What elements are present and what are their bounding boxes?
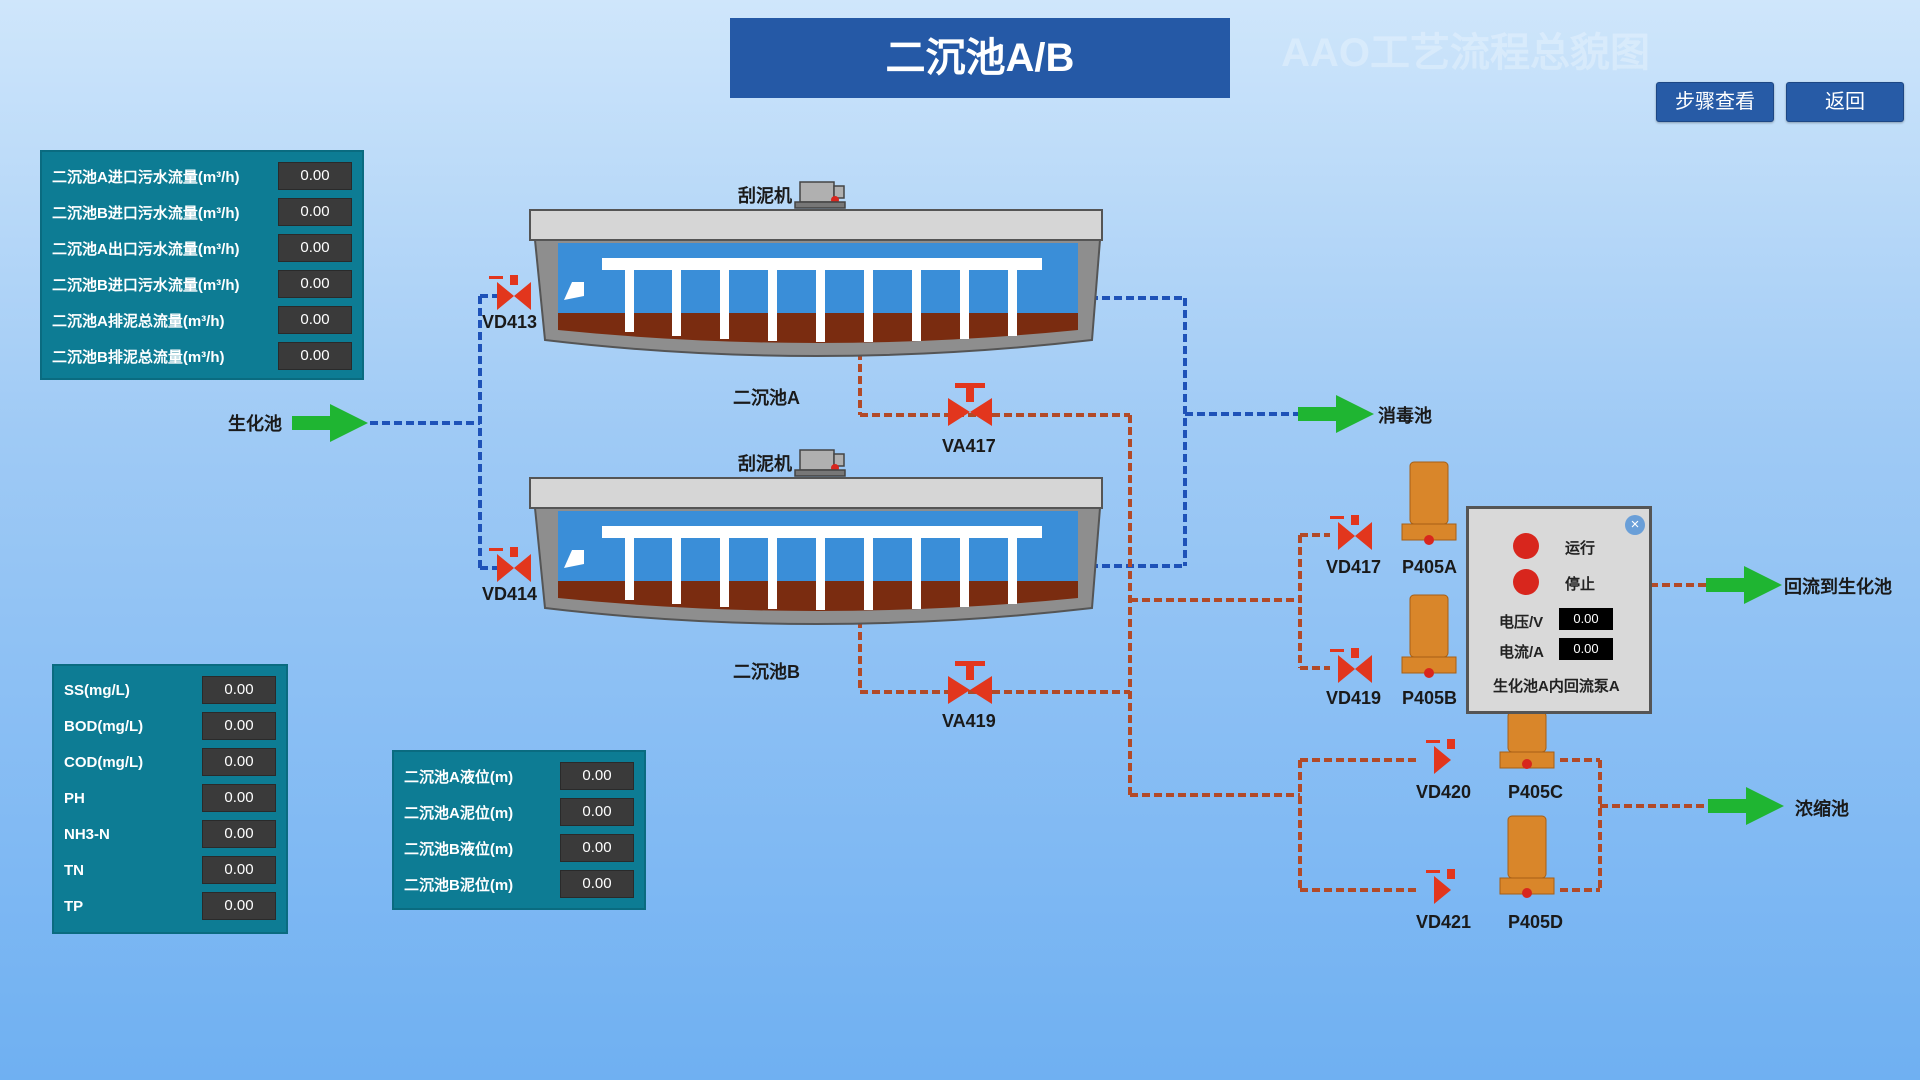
quality-value: 0.00 — [202, 820, 276, 848]
flow-value: 0.00 — [278, 198, 352, 226]
level-row: 二沉池A泥位(m) 0.00 — [404, 794, 634, 830]
run-indicator — [1513, 533, 1539, 559]
quality-label: TP — [64, 897, 84, 915]
disinfect-label: 消毒池 — [1378, 406, 1432, 426]
scraper-motor-b-icon — [794, 449, 846, 477]
quality-label: SS(mg/L) — [64, 681, 130, 699]
flow-row: 二沉池A进口污水流量(m³/h) 0.00 — [52, 158, 352, 194]
flow-label: 二沉池A进口污水流量(m³/h) — [52, 168, 240, 186]
back-button[interactable]: 返回 — [1786, 82, 1904, 122]
quality-row: TN 0.00 — [64, 852, 276, 888]
level-value: 0.00 — [560, 834, 634, 862]
level-label: 二沉池A泥位(m) — [404, 804, 514, 822]
voltage-label: 电压/V — [1499, 614, 1544, 631]
level-label: 二沉池B液位(m) — [404, 840, 514, 858]
quality-row: BOD(mg/L) 0.00 — [64, 708, 276, 744]
pump-icons — [1401, 461, 1555, 898]
flow-value: 0.00 — [278, 342, 352, 370]
return-bio-label: 回流到生化池 — [1784, 577, 1892, 597]
valve-icons — [489, 275, 1468, 904]
valve-vd414-label: VD414 — [482, 584, 538, 604]
popup-close-button[interactable]: × — [1625, 515, 1645, 535]
quality-value: 0.00 — [202, 856, 276, 884]
pump-name: 生化池A内回流泵A — [1493, 678, 1620, 695]
valve-vd413-label: VD413 — [482, 312, 538, 332]
quality-row: SS(mg/L) 0.00 — [64, 672, 276, 708]
flow-label: 二沉池B进口污水流量(m³/h) — [52, 204, 240, 222]
tank-a-label: 二沉池A — [733, 388, 800, 408]
flow-row: 二沉池A排泥总流量(m³/h) 0.00 — [52, 302, 352, 338]
quality-label: COD(mg/L) — [64, 753, 144, 771]
quality-label: NH3-N — [64, 825, 110, 843]
blue-pipes — [370, 294, 1300, 570]
steps-button[interactable]: 步骤查看 — [1656, 82, 1774, 122]
pump-p405c-label: P405C — [1508, 782, 1564, 802]
scraper-a-label: 刮泥机 — [738, 186, 792, 206]
flow-row: 二沉池A出口污水流量(m³/h) 0.00 — [52, 230, 352, 266]
level-label: 二沉池B泥位(m) — [404, 876, 514, 894]
tank-b — [529, 477, 1103, 625]
valve-vd420-label: VD420 — [1416, 782, 1472, 802]
stop-label: 停止 — [1565, 576, 1596, 593]
quality-row: PH 0.00 — [64, 780, 276, 816]
thicken-label: 浓缩池 — [1795, 799, 1849, 819]
current-label: 电流/A — [1499, 644, 1545, 661]
level-panel: 二沉池A液位(m) 0.00 二沉池A泥位(m) 0.00 二沉池B液位(m) 0.0… — [392, 750, 646, 910]
valve-vd417-label: VD417 — [1326, 557, 1382, 577]
pump-p405a-label: P405A — [1402, 557, 1458, 577]
page-title: 二沉池A/B — [730, 18, 1230, 98]
stop-indicator — [1513, 569, 1539, 595]
level-value: 0.00 — [560, 870, 634, 898]
flow-row: 二沉池B进口污水流量(m³/h) 0.00 — [52, 194, 352, 230]
flow-label: 二沉池B排泥总流量(m³/h) — [52, 348, 225, 366]
tank-b-label: 二沉池B — [733, 662, 800, 682]
flow-label: 二沉池B进口污水流量(m³/h) — [52, 276, 240, 294]
valve-va419-label: VA419 — [942, 711, 996, 731]
quality-label: BOD(mg/L) — [64, 717, 144, 735]
quality-row: COD(mg/L) 0.00 — [64, 744, 276, 780]
flow-row: 二沉池B排泥总流量(m³/h) 0.00 — [52, 338, 352, 374]
voltage-value: 0.00 — [1559, 608, 1613, 630]
current-value: 0.00 — [1559, 638, 1613, 660]
quality-row: NH3-N 0.00 — [64, 816, 276, 852]
flow-panel: 二沉池A进口污水流量(m³/h) 0.00 二沉池B进口污水流量(m³/h) 0.0… — [40, 150, 364, 380]
valve-vd419-label: VD419 — [1326, 688, 1382, 708]
tank-a — [529, 209, 1103, 357]
pump-p405d-label: P405D — [1508, 912, 1564, 932]
quality-row: TP 0.00 — [64, 888, 276, 924]
flow-label: 二沉池A出口污水流量(m³/h) — [52, 240, 240, 258]
quality-label: PH — [64, 789, 85, 807]
quality-value: 0.00 — [202, 712, 276, 740]
quality-value: 0.00 — [202, 784, 276, 812]
pump-status-popup: × 运行 停止 电压/V 0.00 电流/A 0.00 生化池A内回流泵A — [1466, 506, 1652, 714]
background-watermark: AAO工艺流程总貌图 — [1281, 31, 1650, 75]
run-label: 运行 — [1565, 540, 1596, 557]
valve-vd421-label: VD421 — [1416, 912, 1472, 932]
valve-va417-label: VA417 — [942, 436, 996, 456]
level-row: 二沉池B液位(m) 0.00 — [404, 830, 634, 866]
quality-value: 0.00 — [202, 748, 276, 776]
flow-value: 0.00 — [278, 234, 352, 262]
level-value: 0.00 — [560, 762, 634, 790]
level-row: 二沉池B泥位(m) 0.00 — [404, 866, 634, 902]
red-pipes — [858, 352, 1710, 892]
flow-row: 二沉池B进口污水流量(m³/h) 0.00 — [52, 266, 352, 302]
quality-value: 0.00 — [202, 676, 276, 704]
water-quality-panel: SS(mg/L) 0.00 BOD(mg/L) 0.00 COD(mg/L) 0.00… — [52, 664, 288, 934]
level-label: 二沉池A液位(m) — [404, 768, 514, 786]
quality-value: 0.00 — [202, 892, 276, 920]
level-row: 二沉池A液位(m) 0.00 — [404, 758, 634, 794]
quality-label: TN — [64, 861, 84, 879]
flow-arrow-icons — [292, 395, 1784, 825]
flow-value: 0.00 — [278, 162, 352, 190]
pump-p405b-label: P405B — [1402, 688, 1458, 708]
inlet-label: 生化池 — [228, 414, 282, 434]
flow-value: 0.00 — [278, 270, 352, 298]
flow-label: 二沉池A排泥总流量(m³/h) — [52, 312, 225, 330]
scraper-b-label: 刮泥机 — [738, 454, 792, 474]
level-value: 0.00 — [560, 798, 634, 826]
flow-value: 0.00 — [278, 306, 352, 334]
scraper-motor-a-icon — [794, 181, 846, 209]
